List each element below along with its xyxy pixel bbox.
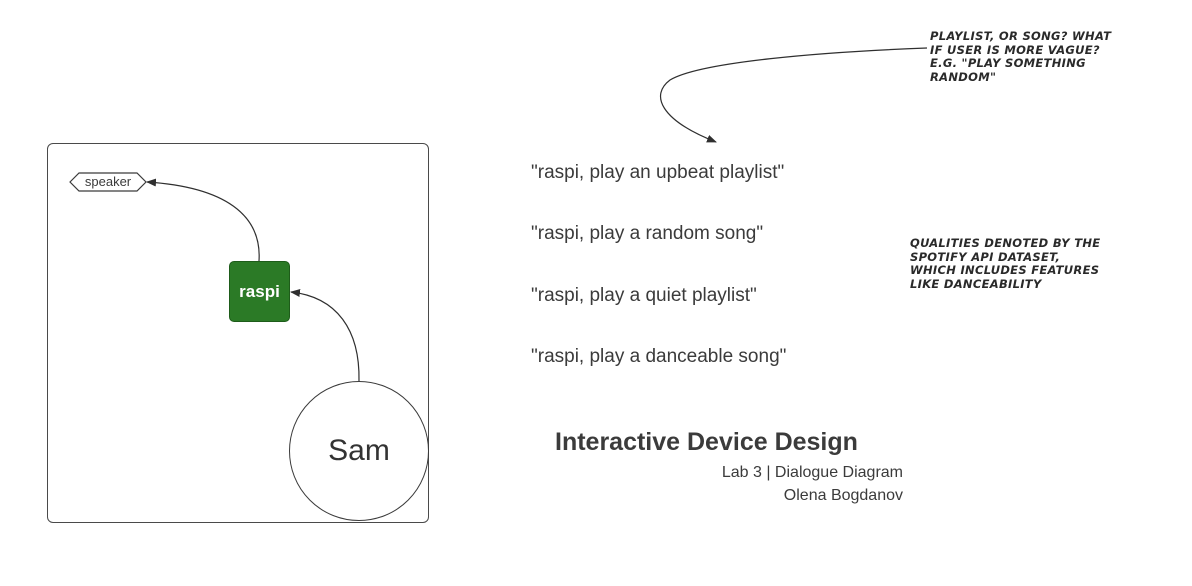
raspi-node-label: raspi bbox=[239, 281, 280, 301]
utterance-danceable-song: "raspi, play a danceable song" bbox=[531, 346, 787, 367]
sam-node: Sam bbox=[289, 381, 429, 521]
utterance-upbeat-playlist: "raspi, play an upbeat playlist" bbox=[531, 162, 785, 183]
raspi-node: raspi bbox=[229, 261, 290, 322]
utterance-quiet-playlist: "raspi, play a quiet playlist" bbox=[531, 285, 757, 306]
raspi-to-speaker-arrow bbox=[146, 178, 260, 262]
utterance-random-song: "raspi, play a random song" bbox=[531, 223, 764, 244]
note-vague-request: PLAYLIST, OR SONG? WHAT IF USER IS MORE … bbox=[930, 29, 1112, 84]
diagram-title: Interactive Device Design bbox=[555, 428, 858, 456]
note-spotify-qualities: QUALITIES DENOTED BY THE SPOTIFY API DAT… bbox=[910, 236, 1101, 291]
speaker-node-label: speaker bbox=[84, 174, 132, 189]
sam-node-label: Sam bbox=[328, 434, 390, 467]
speaker-node-shape bbox=[69, 172, 147, 192]
annotation-arrow bbox=[660, 47, 928, 143]
diagram-frame bbox=[47, 143, 429, 523]
diagram-subtitle: Lab 3 | Dialogue Diagram bbox=[721, 464, 903, 481]
diagram-author: Olena Bogdanov bbox=[783, 487, 903, 504]
sam-to-raspi-arrow bbox=[290, 289, 360, 382]
